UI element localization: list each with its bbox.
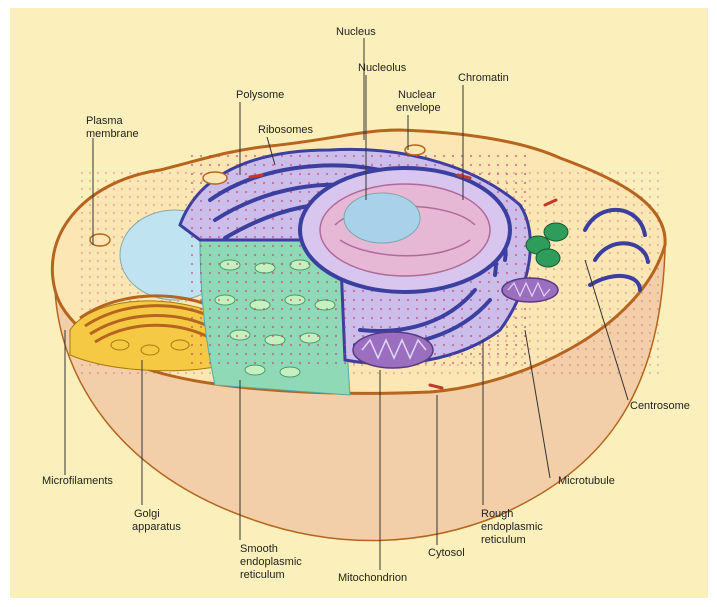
mitochondrion-shape [353, 332, 433, 368]
label-golgi-1: Golgi [134, 508, 160, 520]
label-mitochondrion: Mitochondrion [338, 572, 407, 584]
label-nuclear-envelope-2: envelope [396, 102, 441, 114]
label-golgi-2: apparatus [132, 521, 181, 533]
label-plasma-membrane-1: Plasma [86, 115, 124, 127]
nucleolus [344, 193, 420, 243]
label-chromatin: Chromatin [458, 72, 509, 84]
label-polysome: Polysome [236, 89, 284, 101]
label-nucleus: Nucleus [336, 26, 376, 38]
label-rough-er-1: Rough [481, 508, 513, 520]
label-smooth-er-3: reticulum [240, 569, 285, 581]
label-ribosomes: Ribosomes [258, 124, 314, 136]
label-microtubule: Microtubule [558, 475, 615, 487]
label-rough-er-3: reticulum [481, 534, 526, 546]
label-centrosome: Centrosome [630, 400, 690, 412]
label-plasma-membrane-2: membrane [86, 128, 139, 140]
label-cytosol: Cytosol [428, 547, 465, 559]
label-rough-er-2: endoplasmic [481, 521, 543, 533]
mitochondrion-shape-2 [502, 278, 558, 302]
label-microfilaments: Microfilaments [42, 475, 113, 487]
label-smooth-er-2: endoplasmic [240, 556, 302, 568]
label-smooth-er-1: Smooth [240, 543, 278, 555]
label-nuclear-envelope-1: Nuclear [398, 89, 436, 101]
label-nucleolus: Nucleolus [358, 62, 407, 74]
